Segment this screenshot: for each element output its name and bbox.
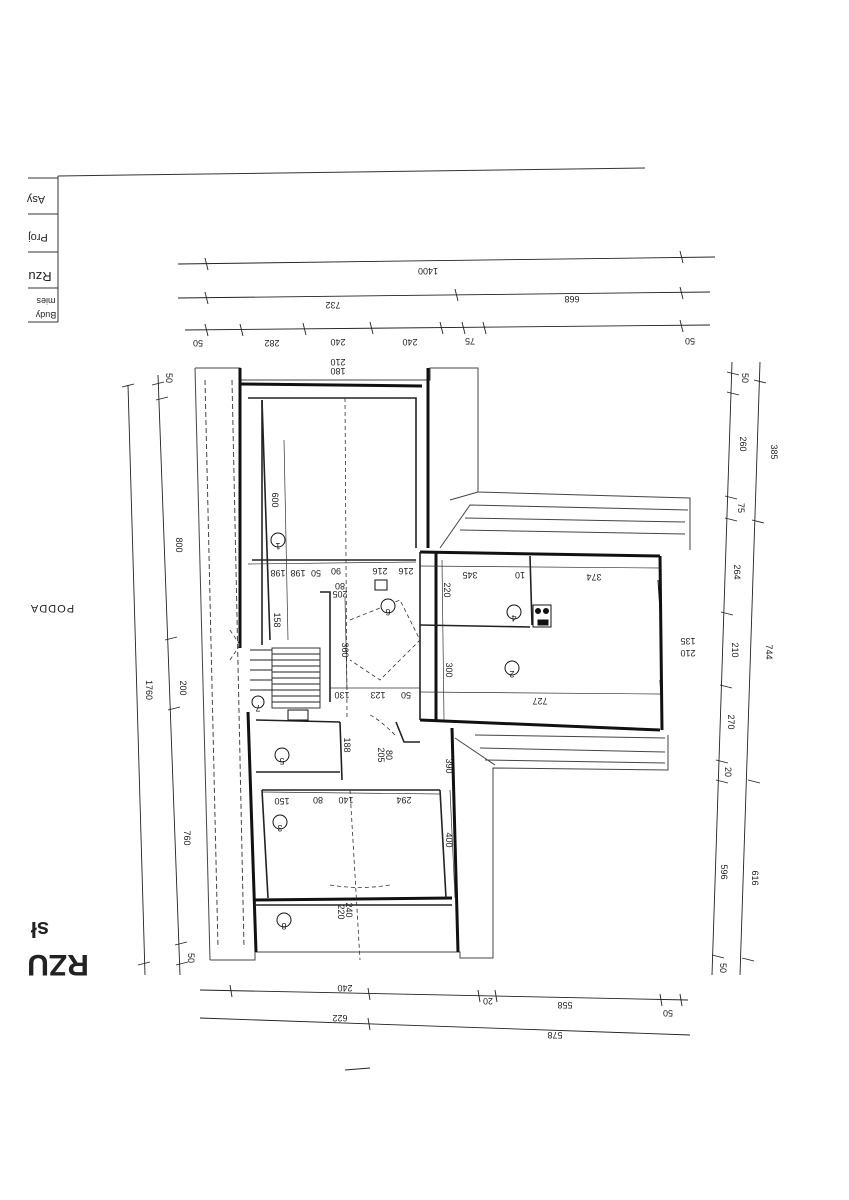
dim-top-50b: 50	[685, 336, 695, 346]
dim-top-282: 282	[264, 338, 279, 348]
dim-inner-300: 300	[444, 662, 454, 677]
room-2: 2	[509, 669, 514, 679]
dim-right-270: 270	[726, 714, 736, 729]
dim-right-385: 385	[769, 444, 779, 459]
dim-right-20: 20	[723, 767, 733, 777]
dim-bottom-622: 622	[332, 1013, 347, 1023]
dim-inner-600: 600	[270, 492, 280, 507]
dim-right-260: 260	[738, 436, 748, 451]
inner-dimension-lines	[247, 439, 661, 899]
room-1: 1	[275, 541, 280, 551]
dim-right-264: 264	[732, 564, 742, 579]
dim-top-50a: 50	[193, 338, 203, 348]
dim-left-200: 200	[178, 680, 188, 695]
bottom-dimension-lines	[199, 984, 691, 1071]
dim-left-800: 800	[174, 537, 184, 552]
dim-inner-140: 140	[338, 795, 353, 805]
dim-inner-220b: 220	[336, 904, 346, 919]
room-3: 3	[277, 823, 282, 833]
dim-inner-210: 210	[680, 648, 695, 658]
dim-inner-80c: 80	[313, 795, 323, 805]
staircase	[250, 647, 321, 709]
dim-inner-205a: 205	[332, 589, 347, 599]
dim-inner-158: 158	[272, 612, 282, 627]
dim-inner-90: 90	[331, 566, 341, 576]
dim-inner-400: 400	[444, 832, 454, 847]
dim-inner-50: 50	[311, 568, 321, 578]
dim-inner-80b: 80	[384, 750, 394, 760]
title-rzu: Rzu	[28, 269, 51, 284]
dim-left-1760: 1760	[144, 680, 154, 700]
dim-inner-130: 130	[334, 690, 349, 700]
dim-top-240b: 240	[402, 337, 417, 347]
interior-walls	[248, 397, 533, 906]
side-label: PODDA	[30, 602, 74, 614]
dim-room-210: 210	[330, 357, 345, 367]
dim-inner-50b: 50	[401, 690, 411, 700]
dim-inner-727: 727	[532, 696, 547, 706]
dim-inner-345: 345	[462, 570, 477, 580]
dim-inner-294: 294	[396, 795, 411, 805]
dim-right-616: 616	[750, 870, 760, 885]
dim-inner-123: 123	[370, 690, 385, 700]
dim-inner-198b: 198	[290, 568, 305, 578]
dim-room-180: 180	[330, 366, 345, 376]
dim-inner-80a: 80	[335, 581, 345, 591]
top-dimension-lines	[177, 250, 716, 337]
dim-bottom-578: 578	[547, 1030, 562, 1040]
room-4: 4	[511, 613, 516, 623]
room-5: 5	[279, 756, 284, 766]
dim-bottom-20: 20	[483, 996, 493, 1006]
door-swings	[229, 397, 421, 961]
room-8: 8	[281, 921, 286, 931]
left-dimension-lines	[121, 374, 189, 976]
title-asy: Asy	[26, 193, 45, 205]
right-dimension-lines	[711, 361, 767, 976]
dim-top-left: 732	[325, 300, 340, 310]
title-block	[28, 167, 646, 323]
dim-inner-216b: 216	[398, 566, 413, 576]
walls	[238, 368, 664, 953]
dim-inner-198a: 198	[270, 568, 285, 578]
roof-outline	[194, 367, 691, 961]
dim-right-744: 744	[764, 644, 774, 659]
title-mies: mies	[36, 296, 56, 306]
dim-inner-374: 374	[586, 572, 601, 582]
dim-inner-360: 360	[340, 642, 350, 657]
dim-inner-205b: 205	[376, 747, 386, 762]
title-budy: Budy	[35, 310, 56, 320]
room-6: 6	[385, 607, 390, 617]
dim-left-50b: 50	[186, 953, 196, 963]
room-markers	[251, 532, 522, 928]
dim-bottom-240: 240	[337, 983, 352, 993]
dim-top-right: 668	[564, 294, 579, 304]
dim-inner-390: 390	[444, 758, 454, 773]
dim-inner-220: 220	[442, 582, 452, 597]
dim-left-760: 760	[182, 830, 192, 845]
title-proj: Proj	[28, 231, 48, 243]
dim-inner-240: 240	[344, 902, 354, 917]
fixtures	[287, 579, 663, 721]
room-7: 7	[255, 703, 260, 713]
dim-bottom-50: 50	[663, 1008, 673, 1018]
dim-inner-188: 188	[342, 737, 352, 752]
dim-right-596: 596	[719, 864, 729, 879]
dim-inner-135: 135	[680, 636, 695, 646]
dim-right-50: 50	[740, 373, 750, 383]
dim-overall: 1400	[418, 266, 438, 276]
dim-bottom-558: 558	[557, 1000, 572, 1010]
dim-top-75: 75	[465, 336, 475, 346]
dim-inner-150: 150	[274, 796, 289, 806]
dim-inner-10: 10	[515, 570, 525, 580]
dim-right-75: 75	[736, 503, 746, 513]
dim-inner-216a: 216	[372, 566, 387, 576]
dim-right-210: 210	[730, 642, 740, 657]
dim-top-240a: 240	[330, 337, 345, 347]
dim-left-50a: 50	[164, 373, 174, 383]
dim-right-50b: 50	[718, 963, 728, 973]
title-main: RZU	[27, 948, 89, 981]
title-sub: sł	[31, 917, 49, 942]
